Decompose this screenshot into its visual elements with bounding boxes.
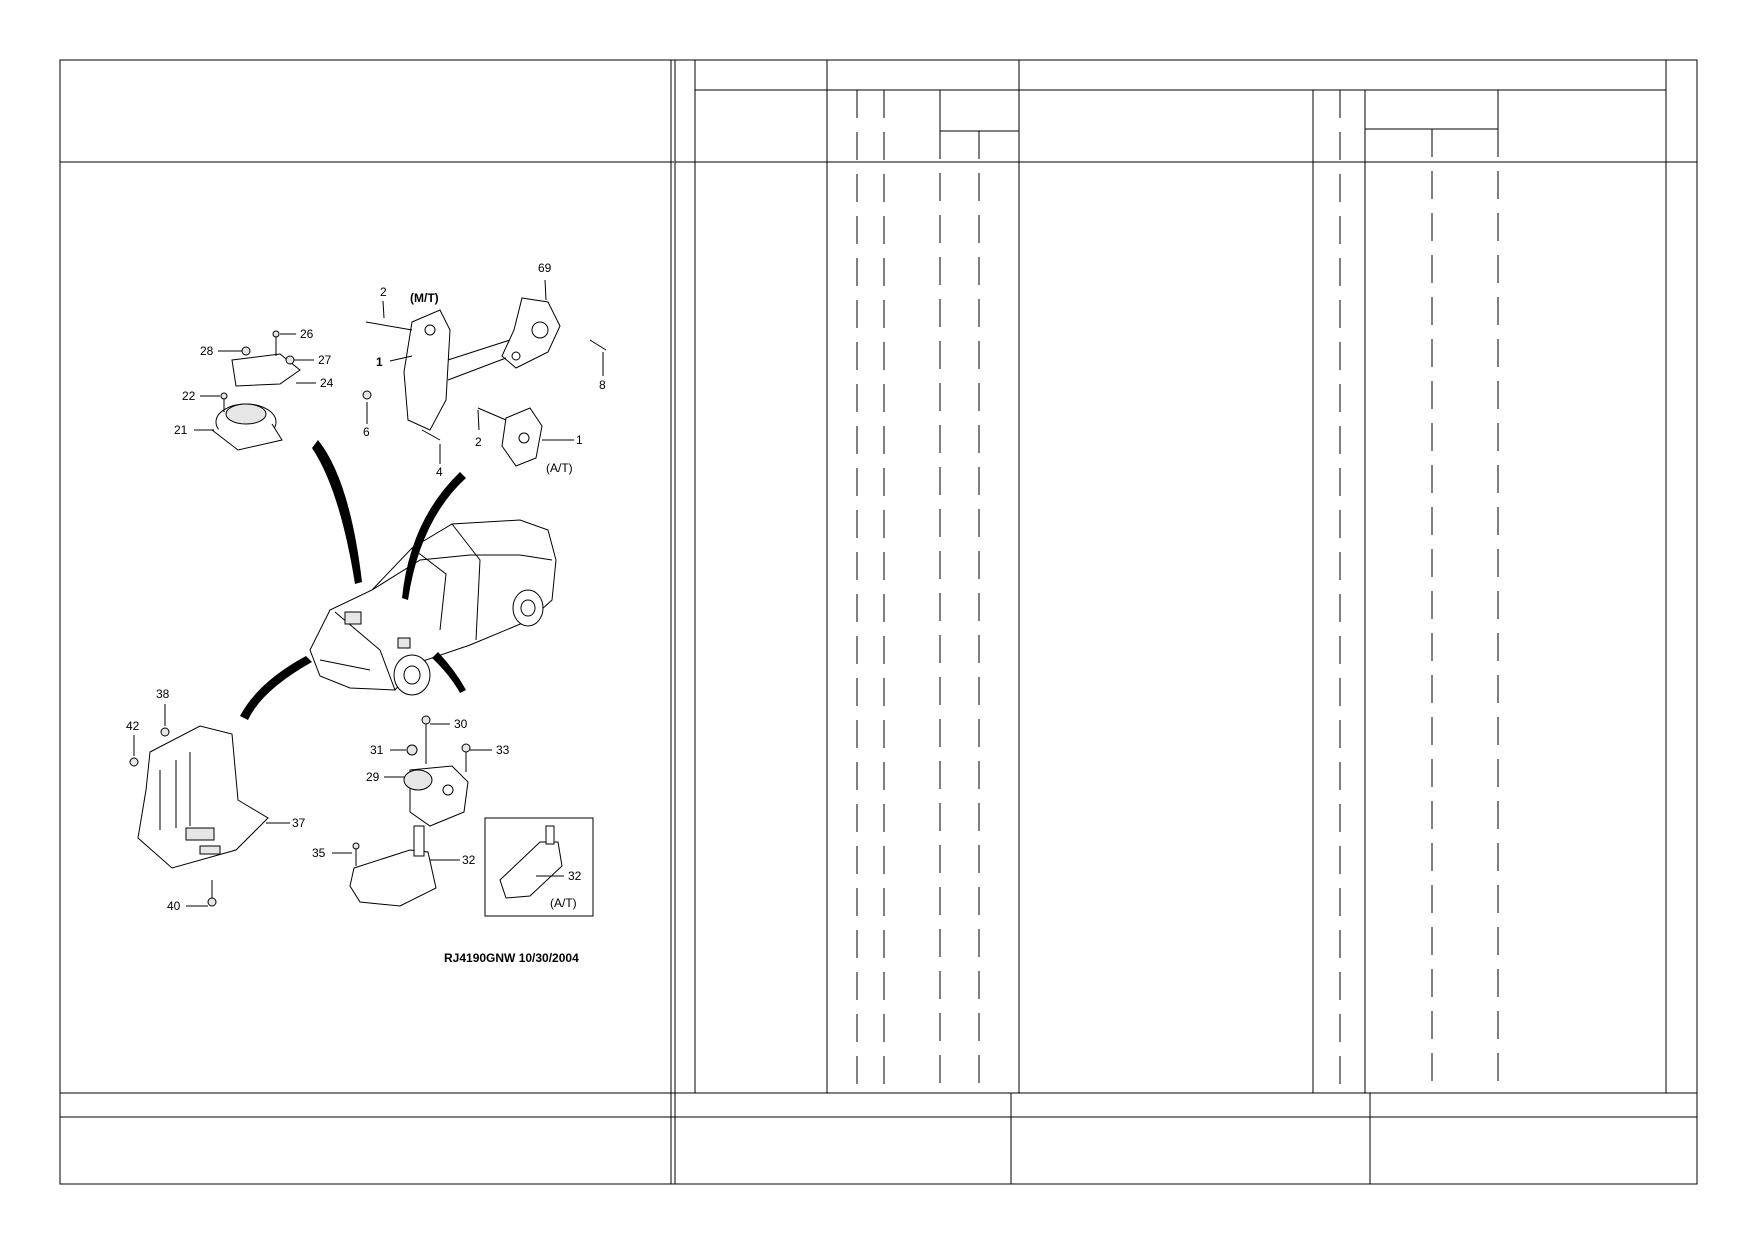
callout-30: 30 <box>454 717 468 731</box>
transmission-mount <box>349 715 471 907</box>
drawing-code: RJ4190GNW 10/30/2004 <box>444 951 579 965</box>
callout-labels: 69 2 (M/T) 1 6 4 8 2 1 (A/T) 26 28 27 24… <box>126 261 606 913</box>
page-frame <box>59 59 1698 1185</box>
callout-31: 31 <box>370 743 384 757</box>
callout-22: 22 <box>182 389 196 403</box>
callout-at: (A/T) <box>550 896 577 910</box>
callout-leaders <box>133 279 604 907</box>
callout-4: 4 <box>436 465 443 479</box>
callout-32: 32 <box>462 853 476 867</box>
callout-8: 8 <box>599 378 606 392</box>
left-mount-assembly <box>211 330 301 451</box>
exploded-diagram: 69 2 (M/T) 1 6 4 8 2 1 (A/T) 26 28 27 24… <box>126 261 607 965</box>
callout-2: 2 <box>380 285 387 299</box>
callout-40: 40 <box>167 899 181 913</box>
callout-35: 35 <box>312 846 326 860</box>
at-inset-box <box>484 817 594 917</box>
callout-32: 32 <box>568 869 582 883</box>
callout-69: 69 <box>538 261 552 275</box>
splash-shield <box>129 725 269 907</box>
callout-6: 6 <box>363 425 370 439</box>
callout-1: 1 <box>576 433 583 447</box>
callout-33: 33 <box>496 743 510 757</box>
callout-at: (A/T) <box>546 461 573 475</box>
parts-table-grid <box>670 60 1697 1184</box>
callout-1: 1 <box>376 355 383 369</box>
leader-swooshes <box>240 440 466 720</box>
callout-2: 2 <box>475 435 482 449</box>
callout-mt: (M/T) <box>410 291 439 305</box>
callout-21: 21 <box>174 423 188 437</box>
callout-28: 28 <box>200 344 214 358</box>
callout-24: 24 <box>320 376 334 390</box>
callout-27: 27 <box>318 353 332 367</box>
callout-42: 42 <box>126 719 140 733</box>
callout-38: 38 <box>156 687 170 701</box>
callout-26: 26 <box>300 327 314 341</box>
callout-29: 29 <box>366 770 380 784</box>
vehicle-illustration <box>309 519 557 696</box>
rear-mount-assembly <box>362 297 607 467</box>
callout-37: 37 <box>292 816 306 830</box>
